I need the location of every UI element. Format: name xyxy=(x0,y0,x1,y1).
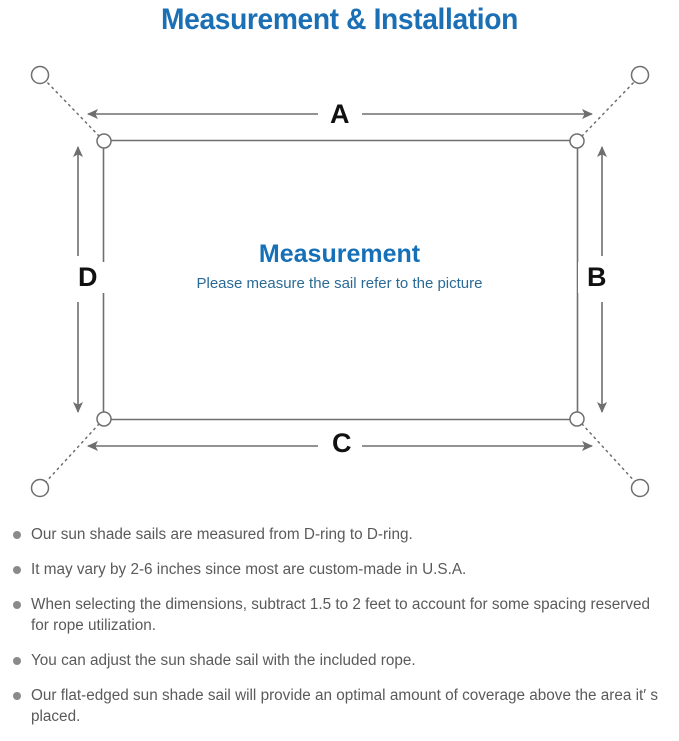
rope-bottom-right xyxy=(581,423,638,485)
bullet-icon xyxy=(13,531,21,539)
note-text: It may vary by 2-6 inches since most are… xyxy=(31,561,467,578)
list-item: Our sun shade sails are measured from D-… xyxy=(0,524,679,545)
anchor-circle-icon xyxy=(630,478,650,498)
measurement-diagram xyxy=(0,44,679,514)
note-text: Our sun shade sails are measured from D-… xyxy=(31,526,413,543)
dimension-label-d: D xyxy=(69,262,107,293)
rope-top-left xyxy=(43,78,100,137)
bullet-icon xyxy=(13,692,21,700)
d-ring-icon xyxy=(569,411,585,427)
note-text: Our flat-edged sun shade sail will provi… xyxy=(31,687,659,725)
list-item: It may vary by 2-6 inches since most are… xyxy=(0,559,679,580)
note-text: When selecting the dimensions, subtract … xyxy=(31,596,651,634)
rope-top-right xyxy=(581,78,638,137)
anchor-circle-icon xyxy=(30,478,50,498)
dimension-label-b: B xyxy=(578,262,616,293)
anchor-circle-icon xyxy=(630,65,650,85)
list-item: You can adjust the sun shade sail with t… xyxy=(0,650,679,671)
notes-list: Our sun shade sails are measured from D-… xyxy=(0,524,679,741)
dimension-label-c: C xyxy=(323,428,361,459)
page-title: Measurement & Installation xyxy=(161,3,518,36)
d-ring-icon xyxy=(569,133,585,149)
sail-rectangle xyxy=(102,139,579,421)
rope-bottom-left xyxy=(43,423,100,485)
list-item: When selecting the dimensions, subtract … xyxy=(0,594,679,636)
bullet-icon xyxy=(13,657,21,665)
bullet-icon xyxy=(13,601,21,609)
dimension-label-a: A xyxy=(321,99,359,130)
list-item: Our flat-edged sun shade sail will provi… xyxy=(0,685,679,727)
note-text: You can adjust the sun shade sail with t… xyxy=(31,652,416,669)
anchor-circle-icon xyxy=(30,65,50,85)
d-ring-icon xyxy=(96,133,112,149)
d-ring-icon xyxy=(96,411,112,427)
bullet-icon xyxy=(13,566,21,574)
